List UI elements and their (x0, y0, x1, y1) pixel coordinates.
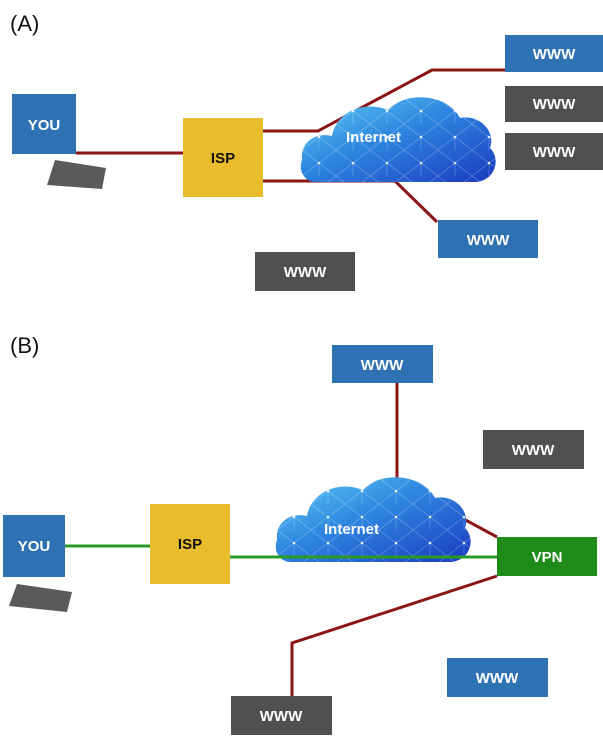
vpn-box (497, 537, 597, 576)
www-site-b-blue-1 (332, 345, 433, 383)
www-label-b-gray-2: WWW (260, 708, 303, 725)
isp-label-b: ISP (178, 536, 202, 553)
link-isp-www-right (263, 179, 439, 224)
www-label-a-gray-1: WWW (533, 96, 576, 113)
isp-box-b (150, 504, 230, 584)
panel-b-label: (B) (10, 333, 39, 358)
www-label-a-blue-1: WWW (533, 46, 576, 63)
laptop-icon-a (47, 160, 106, 189)
www-label-a-gray-3: WWW (284, 264, 327, 281)
www-site-a-blue-2 (438, 220, 538, 258)
internet-cloud-b: Internet (275, 477, 471, 562)
you-label-b: YOU (18, 538, 51, 555)
internet-label-a: Internet (346, 129, 401, 146)
www-label-b-blue-1: WWW (361, 357, 404, 374)
www-label-b-gray-1: WWW (512, 442, 555, 459)
www-site-b-gray-1 (483, 430, 584, 469)
laptop-icon-b (9, 584, 72, 612)
you-label-a: YOU (28, 117, 61, 134)
internet-cloud-a: Internet (300, 97, 496, 182)
panel-a-label: (A) (10, 11, 39, 36)
www-label-a-blue-2: WWW (467, 232, 510, 249)
www-site-a-gray-1 (505, 86, 603, 122)
www-site-a-gray-2 (505, 133, 603, 170)
www-site-a-blue-1 (505, 35, 603, 72)
vpn-label: VPN (532, 549, 563, 566)
isp-label-a: ISP (211, 150, 235, 167)
link-vpn-www-bottom (290, 574, 498, 698)
www-site-b-blue-2 (447, 658, 548, 697)
www-label-a-gray-2: WWW (533, 144, 576, 161)
www-site-a-gray-3 (255, 252, 355, 291)
panel-a: (A) Internet YOU ISP WWW WWW WWW WWW (10, 11, 603, 291)
panel-b: (B) Internet YOU ISP VPN WWW (3, 333, 597, 735)
isp-box-a (183, 118, 263, 197)
www-site-b-gray-2 (231, 696, 332, 735)
internet-label-b: Internet (324, 521, 379, 538)
you-box-b (3, 515, 65, 577)
you-box-a (12, 94, 76, 154)
panel-b-green-links (65, 544, 497, 559)
link-isp-www-top (263, 68, 505, 133)
www-label-b-blue-2: WWW (476, 670, 519, 687)
